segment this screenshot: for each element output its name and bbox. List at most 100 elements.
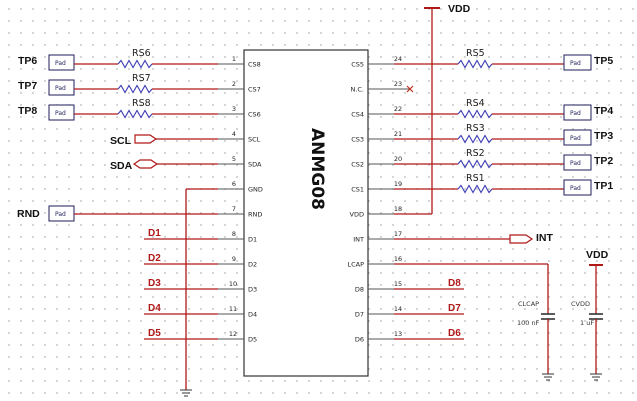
d1-label: D1: [148, 228, 161, 239]
tp6-channel: TP6 Pad RS6: [18, 48, 218, 71]
pin-name: INT: [353, 236, 364, 244]
pin-name: CS7: [248, 86, 261, 94]
d5-label: D5: [148, 328, 161, 339]
pin-number: 20: [394, 155, 402, 163]
pin-number: 21: [394, 130, 402, 138]
resistor-rs1[interactable]: [457, 184, 493, 194]
ic-body[interactable]: [243, 49, 369, 377]
resistor-rs2[interactable]: [457, 159, 493, 169]
resistor-rs3[interactable]: [457, 134, 493, 144]
pin-name: VDD: [350, 211, 364, 219]
tp8-label: TP8: [18, 105, 37, 117]
pad-tp2[interactable]: [563, 154, 592, 171]
sda-port[interactable]: SDA: [110, 159, 218, 172]
rs5-label: RS5: [466, 48, 485, 59]
pin-name: CS2: [351, 161, 364, 169]
tp1-channel: RS1 Pad TP1: [394, 173, 613, 196]
rs2-label: RS2: [466, 148, 485, 159]
pad-label: Pad: [55, 60, 66, 67]
sda-label: SDA: [110, 160, 133, 172]
pad-label: Pad: [55, 110, 66, 117]
resistor-rs5[interactable]: [457, 59, 493, 69]
right-pin-23: 23N.C.: [350, 80, 410, 94]
rnd-channel: RND Pad: [17, 205, 218, 222]
pin-number: 19: [394, 180, 402, 188]
resistor-rs4[interactable]: [457, 109, 493, 119]
cvdd-ref: CVDD: [571, 300, 590, 308]
pin-number: 12: [229, 330, 237, 338]
pin-name: N.C.: [350, 86, 364, 94]
pad-label: Pad: [570, 135, 581, 142]
scl-port[interactable]: SCL: [110, 134, 218, 147]
pad-tp7[interactable]: [48, 79, 75, 96]
pad-tp6[interactable]: [48, 54, 75, 71]
pad-tp4[interactable]: [563, 104, 592, 121]
d4-net: D4: [144, 303, 218, 315]
int-label: INT: [536, 232, 554, 244]
pin-name: CS3: [351, 136, 364, 144]
resistor-rs8[interactable]: [117, 109, 153, 119]
tp8-channel: TP8 Pad RS8: [18, 98, 218, 121]
d4-label: D4: [148, 303, 161, 314]
d5-net: D5: [144, 328, 218, 340]
pin-number: 8: [232, 230, 236, 238]
pad-tp1[interactable]: [563, 179, 592, 196]
pin-number: 23: [394, 80, 402, 88]
tp6-label: TP6: [18, 55, 37, 67]
pin-name: CS6: [248, 111, 261, 119]
pin-number: 24: [394, 55, 402, 63]
pad-label: Pad: [570, 160, 581, 167]
resistor-rs6[interactable]: [117, 59, 153, 69]
lcap-net: CLCAP 100 nF: [394, 263, 555, 381]
tp3-label: TP3: [594, 130, 613, 142]
resistor-rs7[interactable]: [117, 84, 153, 94]
pad-tp8[interactable]: [48, 104, 75, 121]
rs6-label: RS6: [132, 48, 151, 59]
pin-number: 4: [232, 130, 236, 138]
pin-name: D3: [248, 286, 257, 294]
pin-number: 5: [232, 155, 236, 163]
d6-label: D6: [448, 328, 461, 339]
pin-number: 17: [394, 230, 402, 238]
clcap-value: 100 nF: [517, 319, 540, 327]
pin-name: D6: [355, 336, 364, 344]
tp5-channel: RS5 Pad TP5: [394, 48, 613, 71]
tp7-label: TP7: [18, 80, 37, 92]
pin-name: LCAP: [347, 261, 364, 269]
cvdd-value: 1 uF: [580, 319, 594, 327]
rs8-label: RS8: [132, 98, 151, 109]
pin-name: D8: [355, 286, 364, 294]
pin-name: D2: [248, 261, 257, 269]
rnd-label: RND: [17, 208, 40, 220]
pin-name: GND: [248, 186, 263, 194]
pad-tp5[interactable]: [563, 54, 592, 71]
pin-number: 18: [394, 205, 402, 213]
pin-number: 3: [232, 105, 236, 113]
pin-number: 15: [394, 280, 402, 288]
tp2-channel: RS2 Pad TP2: [394, 148, 613, 171]
pin-name: SCL: [248, 136, 261, 144]
d3-label: D3: [148, 278, 161, 289]
int-port[interactable]: INT: [394, 232, 554, 244]
pad-tp3[interactable]: [563, 129, 592, 146]
pin-name: D1: [248, 236, 257, 244]
pad-label: Pad: [570, 185, 581, 192]
pad-label: Pad: [55, 211, 66, 218]
tp7-channel: TP7 Pad RS7: [18, 73, 218, 96]
pin-name: D7: [355, 311, 364, 319]
d7-label: D7: [448, 303, 461, 314]
vdd-right-label: VDD: [586, 249, 609, 261]
